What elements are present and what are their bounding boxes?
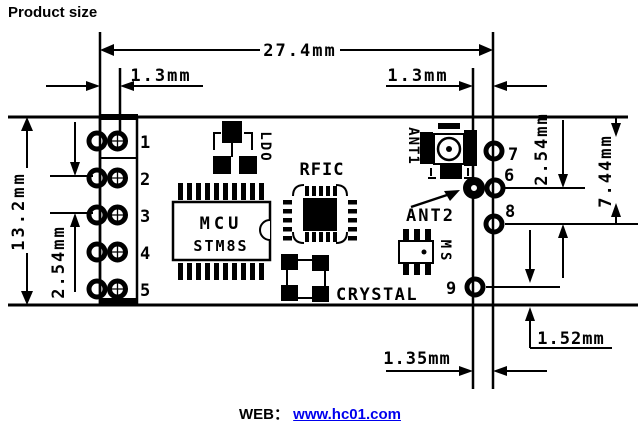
pin-hole-row-4 bbox=[86, 241, 128, 263]
pin-3-label: 3 bbox=[140, 207, 150, 227]
rfic-pins bbox=[283, 186, 357, 242]
component-rfic: RFIC bbox=[283, 160, 357, 244]
pin-hole-row-3 bbox=[86, 204, 128, 226]
dim-bottom-edge-gap-label: 1.52mm bbox=[537, 329, 604, 349]
ant2-pad bbox=[463, 177, 485, 199]
dim-bottom-pin-offset: 1.35mm bbox=[383, 349, 547, 376]
footer: WEB： www.hc01.com bbox=[0, 403, 640, 424]
ant1-label: ANT1 bbox=[405, 127, 421, 165]
component-ms: MS bbox=[398, 229, 453, 275]
pin-8-label: 8 bbox=[505, 202, 515, 222]
pin-2-label: 2 bbox=[140, 170, 150, 190]
component-ldo: LDO bbox=[213, 121, 273, 174]
pin-4-label: 4 bbox=[140, 244, 150, 264]
page-title: Product size bbox=[8, 4, 98, 21]
dim-left-pin-offset: 1.3mm bbox=[46, 66, 203, 91]
pin-hole-row-5 bbox=[86, 278, 128, 300]
pin-6-hole bbox=[484, 177, 506, 199]
dim-right-pin-offset-label: 1.3mm bbox=[387, 66, 448, 86]
pin-9-label: 9 bbox=[446, 279, 456, 299]
crystal-label: CRYSTAL bbox=[336, 285, 418, 305]
pin-hole-row-2 bbox=[86, 167, 128, 189]
dim-right-span-label: 7.44mm bbox=[596, 134, 616, 207]
dim-bottom-pin-offset-label: 1.35mm bbox=[383, 349, 450, 369]
component-ant2-callout: ANT2 bbox=[406, 190, 460, 226]
dim-total-width-label: 27.4mm bbox=[263, 41, 336, 61]
web-label: WEB： bbox=[239, 406, 289, 423]
pin-6-label: 6 bbox=[504, 166, 514, 186]
pin-hole-row-1 bbox=[86, 130, 128, 152]
dim-right-pin-pitch: 2.54mm bbox=[532, 112, 568, 278]
mcu-bottom-pins bbox=[178, 263, 264, 280]
left-pin-holes bbox=[86, 130, 128, 300]
dim-left-pin-pitch: 2.54mm bbox=[49, 122, 80, 299]
dim-bottom-gap-arrows: 1.52mm bbox=[525, 230, 612, 349]
website-link[interactable]: www.hc01.com bbox=[293, 406, 401, 423]
component-ant1: ANT1 bbox=[405, 123, 477, 179]
ms-label: MS bbox=[437, 240, 453, 265]
ant2-label: ANT2 bbox=[406, 206, 455, 226]
pin-9-hole bbox=[464, 276, 486, 298]
component-mcu: MCU STM8S bbox=[171, 183, 272, 280]
ldo-label: LDO bbox=[257, 131, 273, 162]
board-outline bbox=[8, 32, 638, 389]
pin-1-label: 1 bbox=[140, 133, 150, 153]
mcu-part-label: STM8S bbox=[193, 237, 248, 255]
dim-right-pin-offset: 1.3mm bbox=[386, 66, 547, 91]
component-crystal: CRYSTAL bbox=[281, 254, 418, 305]
pin-5-label: 5 bbox=[140, 281, 150, 301]
dim-right-span: 7.44mm bbox=[596, 117, 621, 224]
mcu-label: MCU bbox=[200, 214, 243, 234]
pin-7-label: 7 bbox=[508, 145, 518, 165]
dim-board-height: 13.2mm bbox=[9, 117, 33, 305]
dim-left-pin-pitch-label: 2.54mm bbox=[49, 225, 69, 298]
dim-total-width: 27.4mm bbox=[100, 41, 493, 61]
dim-board-height-label: 13.2mm bbox=[9, 171, 29, 250]
mcu-top-pins bbox=[178, 183, 264, 200]
pin-numbers: 1 2 3 4 5 7 6 8 9 bbox=[140, 133, 518, 301]
rfic-label: RFIC bbox=[300, 160, 345, 180]
dim-left-pin-offset-label: 1.3mm bbox=[130, 66, 191, 86]
dim-right-pin-pitch-label: 2.54mm bbox=[532, 112, 552, 185]
